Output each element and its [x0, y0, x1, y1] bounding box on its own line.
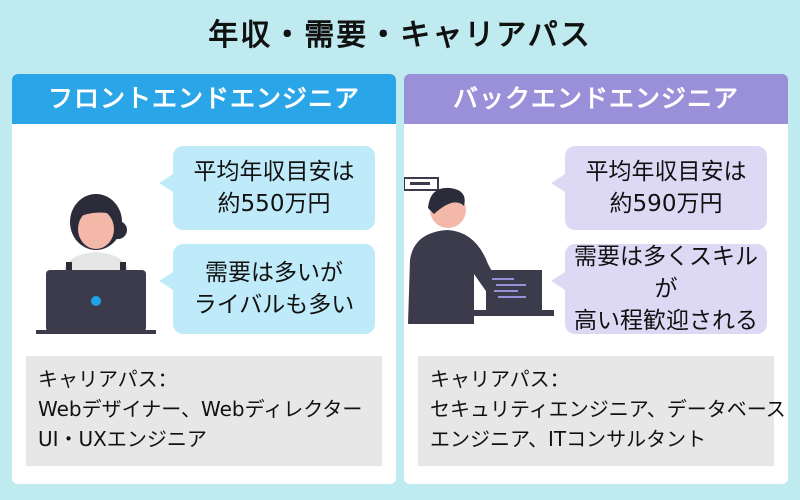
demand-text-1: 需要は多くスキルが — [574, 244, 758, 302]
frontend-panel: フロントエンドエンジニア 平均年収目安は 約550万円 需要は多いが ライバルも… — [12, 74, 396, 484]
salary-amount: 約590万円 — [609, 191, 723, 217]
salary-text: 平均年収目安は — [585, 159, 747, 185]
salary-text: 平均年収目安は — [193, 159, 355, 185]
face — [78, 209, 114, 249]
career-line-1: Webデザイナー、Webディレクター — [38, 397, 363, 421]
frontend-demand-bubble: 需要は多いが ライバルも多い — [159, 244, 375, 334]
laptop-logo — [91, 296, 101, 306]
desk — [464, 310, 554, 316]
woman-with-laptop-illustration — [36, 194, 156, 334]
frontend-header: フロントエンドエンジニア — [12, 74, 396, 124]
salary-amount: 約550万円 — [217, 191, 331, 217]
backend-panel: バックエンドエンジニア 平均年収目安は 約590万円 需要は多くスキルが 高い程… — [404, 74, 788, 484]
career-line-2: UI・UXエンジニア — [38, 427, 207, 451]
hair — [428, 187, 465, 214]
backend-salary-bubble: 平均年収目安は 約590万円 — [551, 146, 767, 230]
man-coding-illustration — [404, 177, 554, 324]
demand-text-2: 高い程歓迎される — [574, 308, 758, 334]
career-label: キャリアパス： — [430, 367, 570, 391]
frontend-career-box: キャリアパス： Webデザイナー、Webディレクター UI・UXエンジニア — [26, 356, 382, 466]
career-line-2: エンジニア、ITコンサルタント — [430, 427, 707, 451]
demand-text-1: 需要は多いが — [205, 260, 343, 286]
backend-header: バックエンドエンジニア — [404, 74, 788, 124]
page-title: 年収・需要・キャリアパス — [208, 18, 592, 53]
torso — [408, 230, 500, 324]
frontend-salary-bubble: 平均年収目安は 約550万円 — [159, 146, 375, 230]
backend-demand-bubble: 需要は多くスキルが 高い程歓迎される — [551, 244, 767, 334]
demand-text-2: ライバルも多い — [193, 292, 355, 318]
backend-career-box: キャリアパス： セキュリティエンジニア、データベース エンジニア、ITコンサルタ… — [418, 356, 786, 466]
career-label: キャリアパス： — [38, 367, 178, 391]
career-line-1: セキュリティエンジニア、データベース — [430, 397, 786, 421]
